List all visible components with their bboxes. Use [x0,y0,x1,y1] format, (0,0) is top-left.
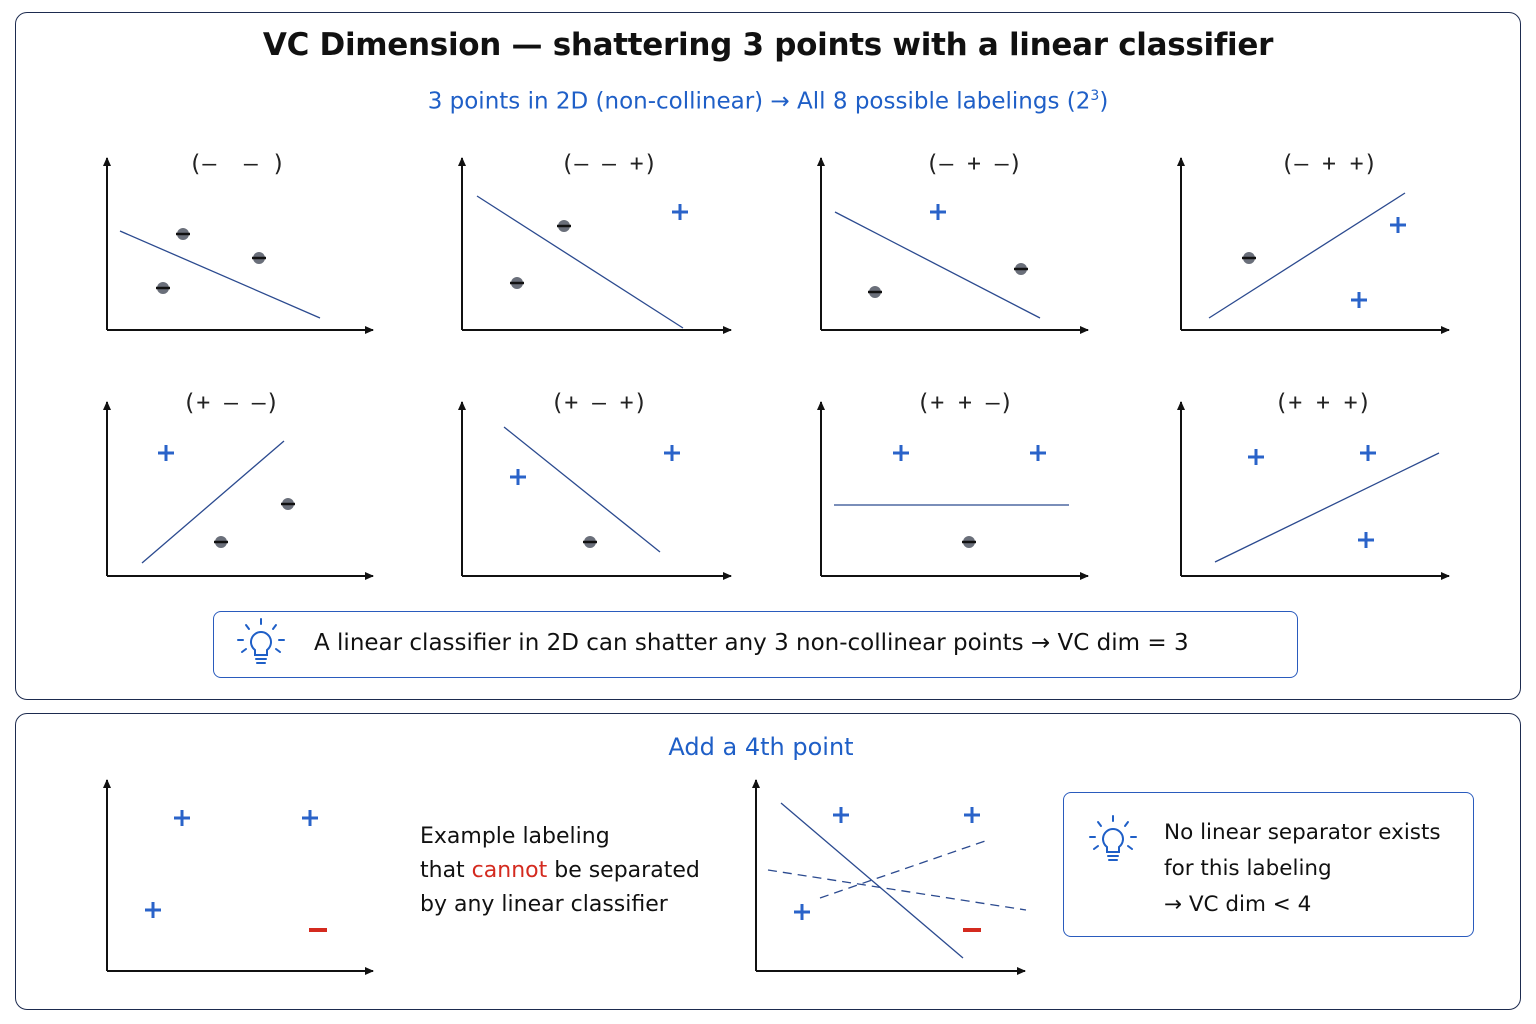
minus-point [154,280,172,296]
explanation-text: Example labeling that cannot be separate… [420,820,700,922]
separator-line [476,195,684,329]
page-title: VC Dimension — shattering 3 points with … [262,27,1274,63]
minus-point [1012,261,1030,277]
failed-separators-plot [752,779,1027,975]
plus-point [1358,443,1378,463]
lightbulb-icon [237,618,285,664]
labeling-label: (– + +) [1280,151,1378,177]
labeling-label: (– + –) [925,151,1023,177]
labeling-plot-4 [1177,157,1450,334]
cannot-emphasis: cannot [471,858,548,883]
plus-point [792,902,812,922]
minus-point [250,250,268,266]
plus-point [1356,530,1376,550]
explain-line-2-pre: that [420,858,472,883]
insight-top-text: A linear classifier in 2D can shatter an… [314,630,1189,656]
labeling-label: (+ + +) [1274,390,1372,416]
insight-box-bottom: No linear separator exists for this labe… [1063,792,1474,937]
labeling-plot-2 [458,157,732,334]
insight-line-1: No linear separator exists [1164,820,1441,845]
lightbulb-icon [1089,815,1137,861]
labeling-plot-7 [817,401,1089,580]
separator-line [119,230,321,319]
plus-point [172,808,192,828]
separator-line [1208,192,1406,319]
labeling-plot-5 [103,401,374,580]
plus-point [1388,215,1408,235]
minus-point [279,496,297,512]
minus-point [508,275,526,291]
plus-point [891,443,911,463]
separator-line [1214,452,1440,563]
insight-bottom-text: No linear separator exists for this labe… [1164,815,1441,923]
subtitle-exponent: 3 [1090,88,1100,104]
labeling-label: (+ – +) [550,390,648,416]
plus-point [662,443,682,463]
minus-point [581,534,599,550]
separator-line [503,426,661,553]
subtitle-main: 3 points in 2D (non-collinear) → All 8 p… [427,88,1091,115]
subtitle: 3 points in 2D (non-collinear) → All 8 p… [0,88,1536,115]
plus-point [508,467,528,487]
labeling-plot-3 [817,157,1089,334]
plus-point [928,202,948,222]
plus-point [962,805,982,825]
labeling-plot-8 [1177,401,1450,580]
labeling-plot-6 [458,401,732,580]
minus-point [866,284,884,300]
labeling-label: (– – +) [560,151,658,177]
minus-point [1240,250,1258,266]
plus-point [156,443,176,463]
dashed-separator-line [819,839,989,899]
subtitle-end: ) [1099,88,1109,115]
plus-point [143,900,163,920]
four-point-plot [103,779,374,975]
dashed-separator-line [767,869,1027,911]
minus-point [960,534,978,550]
insight-box-top: A linear classifier in 2D can shatter an… [213,611,1298,678]
labeling-label: (– – ) [188,151,286,177]
minus-point [555,218,573,234]
plus-point [1349,290,1369,310]
insight-line-2: for this labeling [1164,856,1332,881]
plus-point [831,805,851,825]
section-title: Add a 4th point [0,733,1536,761]
explain-line-1: Example labeling [420,824,610,849]
plus-point [1028,443,1048,463]
minus-point [174,226,192,242]
section-title-text: Add a 4th point [668,733,854,761]
plus-point [300,808,320,828]
separator-line [834,211,1041,319]
labeling-label: (+ + –) [916,390,1014,416]
explain-line-3: by any linear classifier [420,892,668,917]
separator-line [780,802,964,959]
minus-point [212,534,230,550]
insight-line-3: → VC dim < 4 [1164,892,1312,917]
explain-line-2-post: be separated [547,858,700,883]
separator-line [141,440,285,564]
plus-point [1246,447,1266,467]
top-panel [15,12,1521,700]
labeling-label: (+ – –) [182,390,280,416]
plus-point [670,202,690,222]
explain-line-2: that cannot be separated [420,854,700,888]
labeling-plot-1 [103,157,374,334]
